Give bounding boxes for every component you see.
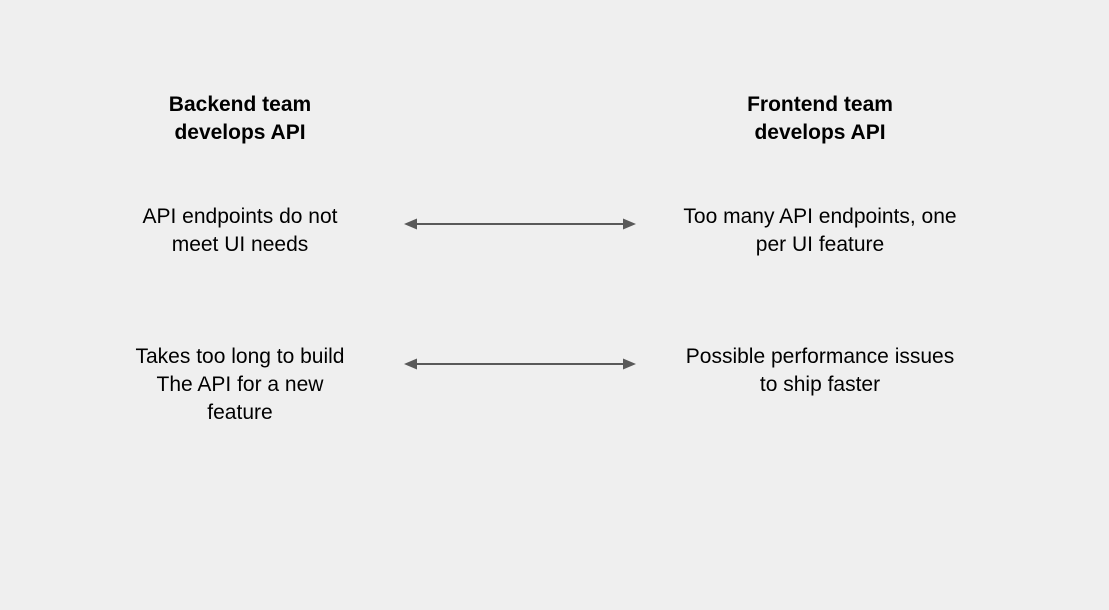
frontend-heading: Frontend team develops API xyxy=(747,93,893,144)
backend-heading: Backend team develops API xyxy=(168,93,312,144)
backend-item-2: Takes too long to build The API for a ne… xyxy=(135,345,345,424)
frontend-item-2: Possible performance issues to ship fast… xyxy=(685,345,955,396)
double-headed-arrow-icon xyxy=(404,218,636,230)
double-headed-arrow-icon xyxy=(404,358,636,370)
frontend-item-1: Too many API endpoints, one per UI featu… xyxy=(683,205,957,256)
backend-item-1: API endpoints do not meet UI needs xyxy=(142,205,338,256)
